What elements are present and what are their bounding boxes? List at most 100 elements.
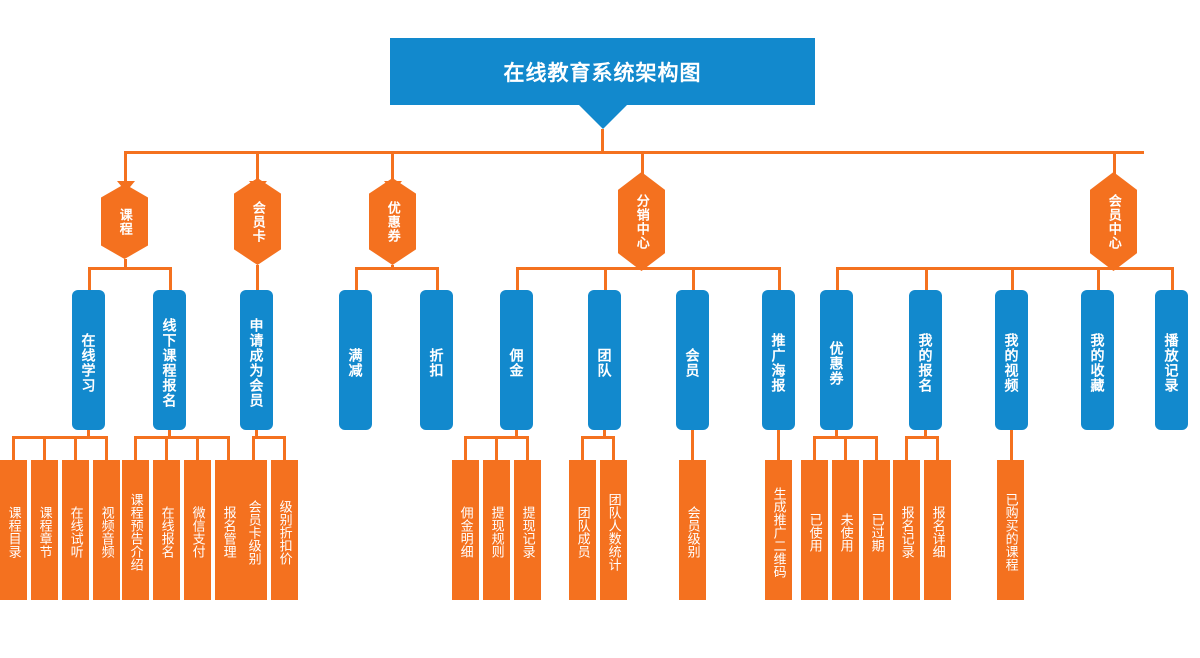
diagram-title: 在线教育系统架构图 xyxy=(503,61,702,85)
node-purchased-course[interactable]: 已购买的课程 xyxy=(997,460,1024,600)
node-member-level-label: 会员级别 xyxy=(685,506,701,558)
node-signup-record[interactable]: 报名记录 xyxy=(893,460,920,600)
node-course-catalog-label: 课程目录 xyxy=(6,506,22,558)
node-card-level-label: 会员卡级别 xyxy=(246,499,262,565)
connector-apply-member-leaf-2 xyxy=(283,436,286,460)
node-online-trial-label: 在线试听 xyxy=(68,506,84,558)
node-promo-poster[interactable]: 推广海报 xyxy=(762,290,795,430)
connector-apply-member-bus xyxy=(252,436,286,439)
node-purchased-course-label: 已购买的课程 xyxy=(1003,493,1019,571)
node-team-label: 团队 xyxy=(596,348,613,378)
node-member-hub[interactable]: 会员中心 xyxy=(1090,172,1137,271)
node-coupon-unused[interactable]: 未使用 xyxy=(832,460,859,600)
node-online-signup[interactable]: 在线报名 xyxy=(153,460,180,600)
node-promo-qrcode-label: 生成推广二维码 xyxy=(771,486,787,578)
node-online-study[interactable]: 在线学习 xyxy=(72,290,105,430)
connector-member-hub-to-my-video xyxy=(1011,267,1014,291)
connector-offline-signup-leaf-1 xyxy=(134,436,137,460)
node-level-discount-label: 级别折扣价 xyxy=(277,499,293,565)
node-apply-member-label: 申请成为会员 xyxy=(248,318,265,408)
node-my-video[interactable]: 我的视频 xyxy=(995,290,1028,430)
node-coupon-expired[interactable]: 已过期 xyxy=(863,460,890,600)
connector-online-study-leaf-4 xyxy=(105,436,108,460)
connector-team-bus xyxy=(581,436,615,439)
node-commission-label: 佣金 xyxy=(508,348,525,378)
node-coupon-expired-label: 已过期 xyxy=(869,512,885,552)
node-apply-member[interactable]: 申请成为会员 xyxy=(240,290,273,430)
node-course-catalog[interactable]: 课程目录 xyxy=(0,460,27,600)
connector-apply-member-drop xyxy=(255,430,258,436)
node-team-member[interactable]: 团队成员 xyxy=(569,460,596,600)
node-coupon-used[interactable]: 已使用 xyxy=(801,460,828,600)
connector-distribution-to-team xyxy=(604,267,607,291)
connector-distribution-bus xyxy=(516,267,781,270)
node-course-chapter-label: 课程章节 xyxy=(37,506,53,558)
connector-to-course xyxy=(124,151,127,184)
node-signup-manage[interactable]: 报名管理 xyxy=(215,460,242,600)
node-signup-detail-label: 报名详细 xyxy=(930,506,946,558)
node-my-favorite[interactable]: 我的收藏 xyxy=(1081,290,1114,430)
node-team-count[interactable]: 团队人数统计 xyxy=(600,460,627,600)
node-distribution[interactable]: 分销中心 xyxy=(618,172,665,271)
connector-my-video-drop xyxy=(1010,430,1013,460)
node-member[interactable]: 会员 xyxy=(676,290,709,430)
node-video-audio[interactable]: 视频音频 xyxy=(93,460,120,600)
node-offline-signup-label: 线下课程报名 xyxy=(161,318,178,408)
connector-to-member-hub xyxy=(1113,151,1116,184)
connector-offline-signup-drop xyxy=(168,430,171,436)
node-discount[interactable]: 折扣 xyxy=(420,290,453,430)
node-member-level[interactable]: 会员级别 xyxy=(679,460,706,600)
diagram-title-banner: 在线教育系统架构图 xyxy=(390,38,815,129)
connector-my-signup-leaf-2 xyxy=(936,436,939,460)
node-signup-manage-label: 报名管理 xyxy=(221,506,237,558)
node-coupon[interactable]: 优惠券 xyxy=(369,178,416,265)
node-coupon-unused-label: 未使用 xyxy=(838,512,854,552)
node-course[interactable]: 课程 xyxy=(101,184,148,259)
connector-course-to-online-study xyxy=(88,267,91,291)
node-member-card[interactable]: 会员卡 xyxy=(234,178,281,265)
connector-course-bus xyxy=(88,267,172,270)
node-course-preview[interactable]: 课程预告介绍 xyxy=(122,460,149,600)
connector-offline-signup-leaf-3 xyxy=(196,436,199,460)
connector-to-coupon xyxy=(391,151,394,184)
node-commission-detail[interactable]: 佣金明细 xyxy=(452,460,479,600)
node-my-signup-label: 我的报名 xyxy=(917,333,934,393)
node-signup-record-label: 报名记录 xyxy=(899,506,915,558)
connector-commission-leaf-3 xyxy=(526,436,529,460)
node-full-reduction[interactable]: 满减 xyxy=(339,290,372,430)
connector-distribution-to-commission xyxy=(516,267,519,291)
node-discount-label: 折扣 xyxy=(428,348,445,378)
connector-promo-poster-drop xyxy=(777,430,780,460)
node-course-chapter[interactable]: 课程章节 xyxy=(31,460,58,600)
connector-member-hub-bus xyxy=(836,267,1174,270)
node-offline-signup[interactable]: 线下课程报名 xyxy=(153,290,186,430)
node-promo-qrcode[interactable]: 生成推广二维码 xyxy=(765,460,792,600)
node-team[interactable]: 团队 xyxy=(588,290,621,430)
connector-to-member-card xyxy=(256,151,259,184)
connector-my-coupon-leaf-1 xyxy=(813,436,816,460)
connector-coupon-to-discount xyxy=(436,267,439,291)
node-commission-detail-label: 佣金明细 xyxy=(458,506,474,558)
node-my-signup[interactable]: 我的报名 xyxy=(909,290,942,430)
connector-coupon-to-full-reduction xyxy=(355,267,358,291)
connector-online-study-drop xyxy=(87,430,90,436)
node-my-coupon[interactable]: 优惠券 xyxy=(820,290,853,430)
connector-commission-leaf-2 xyxy=(495,436,498,460)
node-play-history[interactable]: 播放记录 xyxy=(1155,290,1188,430)
node-play-history-label: 播放记录 xyxy=(1163,333,1180,393)
node-member-hub-label: 会员中心 xyxy=(1106,193,1122,250)
title-arrow-icon xyxy=(578,105,627,129)
node-level-discount[interactable]: 级别折扣价 xyxy=(271,460,298,600)
node-withdraw-rule[interactable]: 提现规则 xyxy=(483,460,510,600)
node-video-audio-label: 视频音频 xyxy=(99,506,115,558)
node-withdraw-record[interactable]: 提现记录 xyxy=(514,460,541,600)
connector-online-study-leaf-2 xyxy=(43,436,46,460)
connector-my-coupon-leaf-2 xyxy=(844,436,847,460)
node-card-level[interactable]: 会员卡级别 xyxy=(240,460,267,600)
node-wechat-pay[interactable]: 微信支付 xyxy=(184,460,211,600)
node-promo-poster-label: 推广海报 xyxy=(770,333,787,393)
node-commission[interactable]: 佣金 xyxy=(500,290,533,430)
node-signup-detail[interactable]: 报名详细 xyxy=(924,460,951,600)
node-online-trial[interactable]: 在线试听 xyxy=(62,460,89,600)
